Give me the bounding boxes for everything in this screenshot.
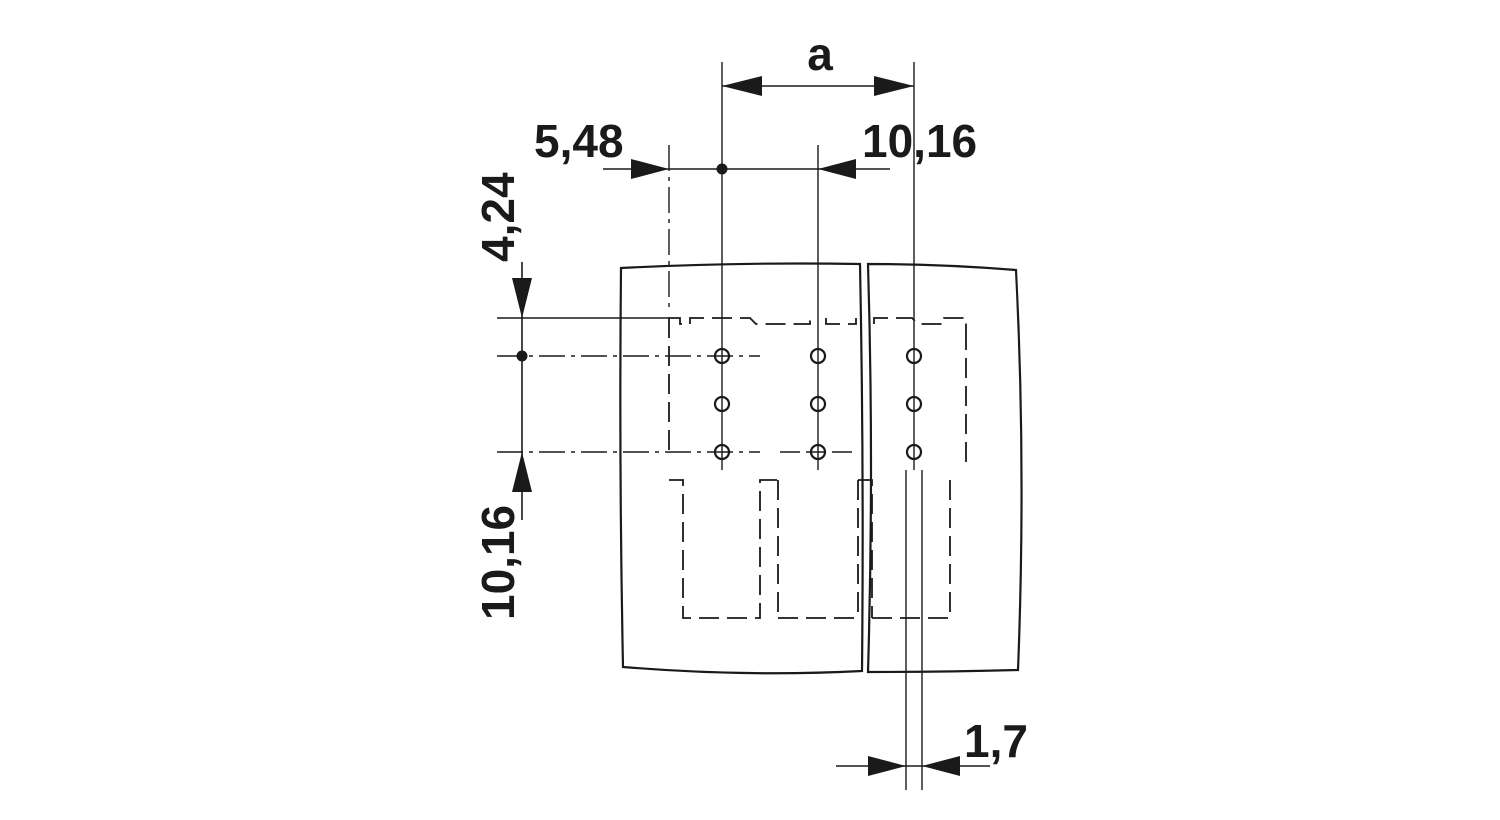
dim-label-1016-top: 10,16 <box>862 115 977 167</box>
arrow-1016-top <box>818 159 856 179</box>
origin-dot-top <box>716 163 728 175</box>
arrow-a-left <box>722 76 762 96</box>
dim-label-1016-left: 10,16 <box>472 505 524 620</box>
arrow-548 <box>631 159 669 179</box>
extension-lines <box>497 62 923 790</box>
dim-label-a: a <box>807 28 833 80</box>
housing-right-outline <box>866 262 1023 674</box>
arrow-1016-left <box>512 452 532 492</box>
arrow-17-right <box>922 756 960 776</box>
housing-left-outline <box>619 262 864 675</box>
dimension-lines <box>521 85 990 767</box>
dim-label-548: 5,48 <box>534 115 624 167</box>
arrow-17-left <box>868 756 906 776</box>
hidden-contours <box>668 317 967 619</box>
origin-dot-left <box>516 350 528 362</box>
dim-label-17: 1,7 <box>964 715 1028 767</box>
arrowheads <box>512 76 960 776</box>
arrow-424 <box>512 278 532 318</box>
arrow-a-right <box>874 76 914 96</box>
dim-label-424: 4,24 <box>472 172 524 262</box>
